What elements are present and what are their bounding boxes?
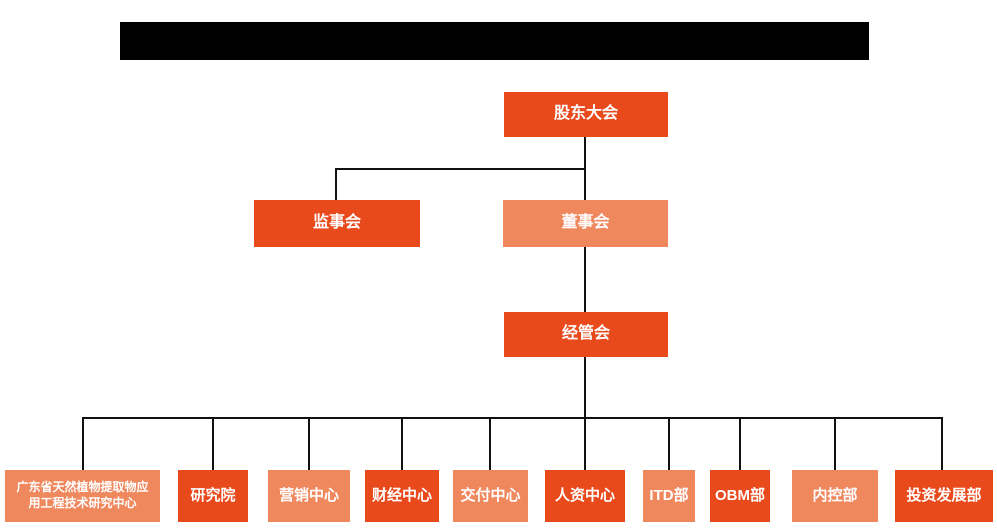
node-dept-investment-development: 投资发展部	[895, 470, 993, 522]
node-dept-itd: ITD部	[643, 470, 695, 522]
node-label: 经管会	[561, 325, 610, 343]
redacted-title-bar	[120, 22, 869, 60]
node-board-of-directors: 董事会	[503, 200, 668, 247]
node-dept-hr-center: 人资中心	[545, 470, 625, 522]
connector-drop-obm	[739, 417, 741, 470]
connector-department-bus	[82, 417, 943, 419]
node-label: OBM部	[715, 487, 765, 505]
node-label: ITD部	[649, 487, 689, 505]
connector-drop-hr-center	[584, 417, 586, 470]
node-shareholders-meeting: 股东大会	[504, 92, 668, 137]
node-dept-internal-control: 内控部	[792, 470, 878, 522]
connector-drop-internal-control	[834, 417, 836, 470]
connector-drop-research-center	[82, 417, 84, 470]
node-label: 人资中心	[554, 487, 615, 505]
node-label: 营销中心	[278, 487, 339, 505]
connector-drop-finance-center	[401, 417, 403, 470]
node-dept-marketing-center: 营销中心	[268, 470, 350, 522]
node-label: 研究院	[190, 487, 236, 505]
node-supervisory-board: 监事会	[254, 200, 420, 247]
node-label: 财经中心	[371, 487, 432, 505]
node-label: 股东大会	[553, 105, 618, 123]
connector-board-to-management	[584, 247, 586, 312]
node-dept-research-center: 广东省天然植物提取物应用工程技术研究中心	[5, 470, 160, 522]
connector-management-to-bus	[584, 357, 586, 418]
node-label: 内控部	[812, 487, 858, 505]
connector-drop-delivery-center	[489, 417, 491, 470]
node-label: 投资发展部	[906, 487, 982, 505]
node-label: 董事会	[561, 214, 610, 232]
node-dept-obm: OBM部	[710, 470, 770, 522]
node-label: 交付中心	[460, 487, 521, 505]
connector-supervisory-vertical	[335, 168, 337, 200]
connector-drop-marketing-center	[308, 417, 310, 470]
node-label: 监事会	[312, 214, 361, 232]
node-label: 广东省天然植物提取物应用工程技术研究中心	[16, 480, 149, 510]
node-dept-research-institute: 研究院	[178, 470, 248, 522]
connector-level2-horizontal	[335, 168, 586, 170]
connector-drop-research-institute	[212, 417, 214, 470]
connector-drop-itd	[668, 417, 670, 470]
connector-drop-investment	[941, 417, 943, 470]
node-dept-finance-center: 财经中心	[365, 470, 439, 522]
node-management-committee: 经管会	[504, 312, 668, 357]
node-dept-delivery-center: 交付中心	[453, 470, 528, 522]
